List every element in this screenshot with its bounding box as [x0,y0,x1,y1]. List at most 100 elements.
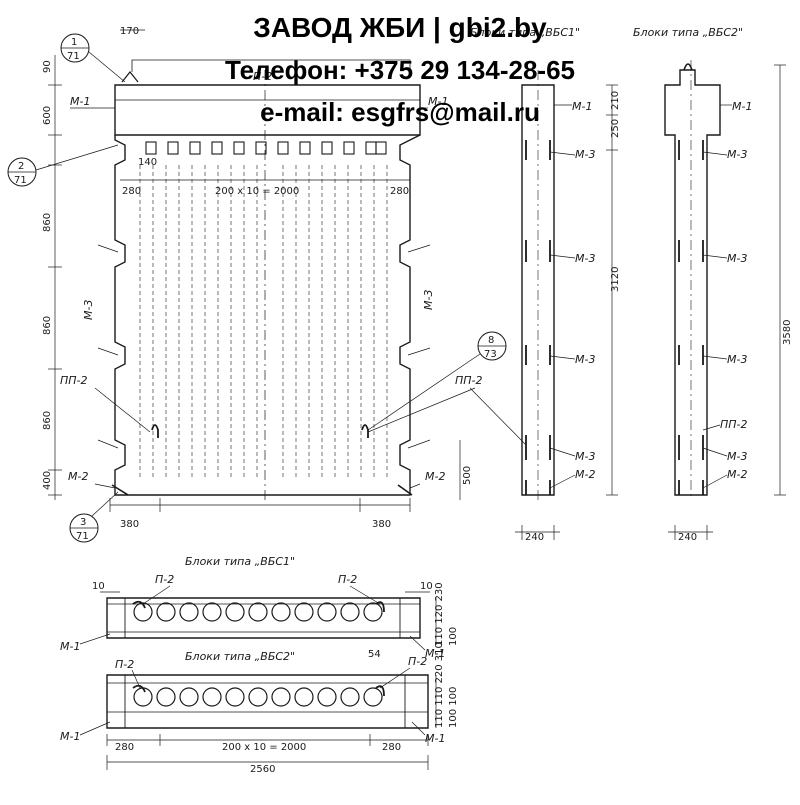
plan1-labels: Блоки типа „ВБС1" 10 10 П-2 П-2 М-1 М-1 … [60,555,459,660]
dim-380-left: 380 [120,519,139,530]
plan2-title: Блоки типа „ВБС2" [185,650,295,663]
plan2-m1-right: М-1 [425,732,445,745]
mark-pp2-left: ПП-2 [60,374,88,387]
plan2-dim-right: 110 110 220 310 [434,642,445,728]
front-leaders [70,107,476,489]
plan-vbs2 [106,674,429,729]
plan-vbs1 [106,597,421,639]
vbs2-side-title: Блоки типа „ВБС2" [633,26,743,39]
vbs2-labels: Блоки типа „ВБС2" М-1 М-3 М-3 М-3 ПП-2 М… [633,26,793,543]
lifting-loop-left [151,424,159,438]
vbs1-embedded-parts [525,140,551,495]
plan1-dim-right-2: 100 [448,627,459,646]
vbs1-dim-210: 210 [610,91,621,110]
dim-140: 140 [138,157,157,168]
dim-280-right: 280 [390,186,409,197]
dim-860-c: 860 [42,411,53,430]
vbs2-dim-3580: 3580 [782,320,793,345]
dim-600: 600 [42,106,53,125]
callout-2: 2 71 [7,144,119,187]
square-openings [145,141,387,155]
vbs1-dim-250: 250 [610,119,621,138]
plan1-dim-right: 110 120 230 [434,582,445,646]
vbs2-pp2: ПП-2 [720,418,748,431]
dim-170: 170 [120,26,139,37]
plan1-title: Блоки типа „ВБС1" [185,555,295,568]
vbs1-side-title: Блоки типа „ВБС1" [470,26,580,39]
front-elevation [111,59,421,500]
plan1-p2-left: П-2 [155,573,174,586]
callout-3: 3 71 [69,491,119,543]
vbs1-m1: М-1 [572,100,592,113]
mark-p2-top: П-2 [253,70,272,83]
callout-1: 1 71 [60,33,126,83]
plate-m2-right [397,484,413,496]
front-dimensions [48,29,461,512]
dim-400: 400 [42,471,53,490]
mark-m2-left: М-2 [68,470,88,483]
vbs1-m3-b: М-3 [575,252,595,265]
plan2-dim-200x10: 200 x 10 = 2000 [222,742,306,753]
top-leader-p2 [131,59,411,72]
vbs2-m3-a: М-3 [727,148,747,161]
callout-1-top: 1 [71,37,77,48]
callout-2-top: 2 [18,161,24,172]
callout-3-bottom: 71 [76,531,89,542]
vbs2-m1: М-1 [732,100,752,113]
plan1-leaders [79,585,437,651]
top-hook [121,71,139,83]
side-view-vbs2 [664,60,721,500]
plan1-m1-right: М-1 [425,647,445,660]
lifting-loop-right [361,424,369,438]
dim-280-left: 280 [122,186,141,197]
callout-1-bottom: 71 [67,51,80,62]
vbs1-m3-c: М-3 [575,353,595,366]
vbs2-m3-d: М-3 [727,450,747,463]
dim-500: 500 [462,466,473,485]
plan2-m1-left: М-1 [60,730,80,743]
company-overlay: ЗАВОД ЖБИ | gbi2.by [253,12,547,43]
vbs2-m3-b: М-3 [727,252,747,265]
vbs2-hook [683,63,693,71]
vbs2-m3-c: М-3 [727,353,747,366]
main-body-outline [114,134,421,496]
mark-pp2-right: ПП-2 [455,374,483,387]
dim-90: 90 [42,60,53,73]
vbs1-dim-lines [469,84,618,540]
plan1-cores [133,602,383,622]
plan1-dim-10-right: 10 [420,581,433,592]
mark-m3-left: М-3 [82,300,95,320]
mark-m1-left: М-1 [70,95,90,108]
dim-380-right: 380 [372,519,391,530]
phone-overlay: Телефон: +375 29 134-28-65 [224,55,576,85]
plan1-dim-54: 54 [368,649,381,660]
vbs2-embedded-parts [678,140,704,495]
vbs1-labels: Блоки типа „ВБС1" М-1 М-3 М-3 М-3 М-3 М-… [470,26,621,543]
plan2-dim-2560: 2560 [250,764,275,775]
callout-8-top: 8 [488,335,494,346]
callout-8: 8 73 [367,331,507,431]
vbs2-dim-240: 240 [678,532,697,543]
plan2-dim-lines [79,667,437,770]
dim-860-a: 860 [42,213,53,232]
callout-2-bottom: 71 [14,175,27,186]
plan2-p2-right: П-2 [408,655,427,668]
vbs1-m3-a: М-3 [575,148,595,161]
dim-860-b: 860 [42,316,53,335]
mark-m1-right: М-1 [428,95,448,108]
dim-200x10: 200 x 10 = 2000 [215,186,299,197]
mark-m2-right: М-2 [425,470,445,483]
vbs2-dim-lines [668,64,786,540]
vbs1-dim-3120: 3120 [610,267,621,292]
plan2-dim-right-2: 100 100 [448,687,459,728]
email-overlay: e-mail: esgfrs@mail.ru [260,97,540,127]
vbs1-m2: М-2 [575,468,595,481]
plan2-labels: Блоки типа „ВБС2" П-2 П-2 М-1 М-1 110 11… [60,642,459,775]
plan2-dim-280-right: 280 [382,742,401,753]
plate-m2-left [111,484,129,496]
plan1-p2-right: П-2 [338,573,357,586]
callout-8-bottom: 73 [484,349,497,360]
plan2-cores [133,687,383,707]
